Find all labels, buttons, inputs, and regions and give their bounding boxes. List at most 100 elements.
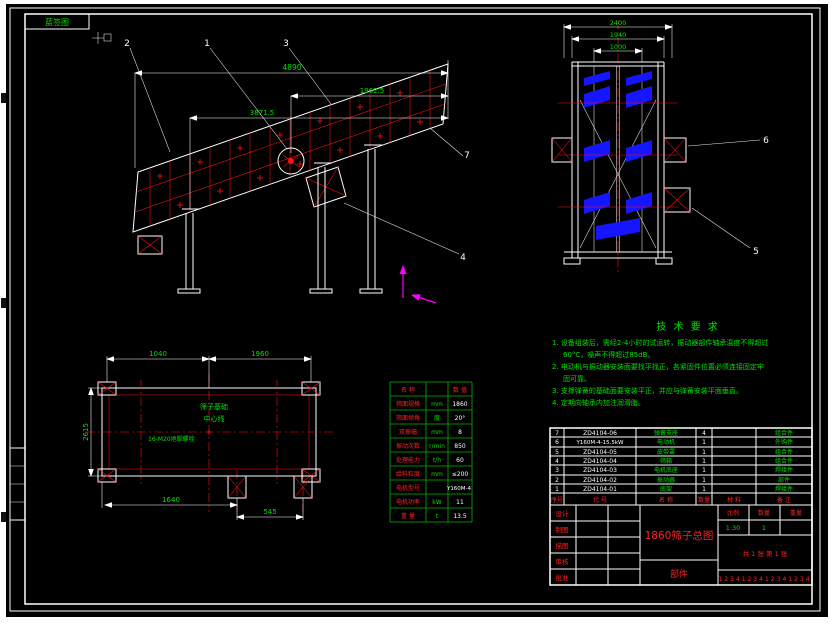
dim-outer: 2400 (610, 19, 627, 27)
bom-note: 组合件 (775, 448, 793, 456)
plan-view: 筛子基础 中心线 16-M20地脚螺栓 1040 1960 2615 1640 … (82, 350, 334, 520)
bom-name: 底架 (660, 485, 672, 493)
bom-num: 6 (555, 439, 559, 446)
bom-note: 组合件 (775, 429, 793, 437)
qty-value: 1 (762, 524, 766, 532)
bom-header: 代 号 (593, 496, 607, 504)
bom-code: ZD4104-01 (583, 486, 617, 493)
support-legs (177, 144, 383, 294)
dim-top-right: 1960 (251, 350, 269, 358)
dim-bottom: 1640 (162, 496, 180, 504)
param-unit: t (436, 513, 439, 520)
weight-label: 重量 (790, 509, 802, 517)
bom-code: ZD4104-06 (583, 430, 617, 437)
side-view-callouts: 2 1 3 7 4 (124, 39, 470, 263)
param-label: 电机型号 (396, 484, 420, 492)
bom-header: 备 注 (777, 496, 791, 504)
param-unit: mm (431, 401, 443, 408)
deck-centerlines (558, 102, 678, 208)
param-value: 1860 (452, 401, 467, 408)
param-unit: r/min (429, 443, 445, 450)
dim-bottom-small: 545 (263, 508, 276, 516)
bom-qty: 1 (702, 439, 706, 446)
bom-qty: 1 (702, 477, 706, 484)
plan-label-2: 中心线 (204, 414, 225, 423)
edge-tick (1, 93, 6, 103)
sign-row-label: 描图 (556, 541, 569, 550)
bom-table: 7 ZD4104-06 弹簧支座 4 组合件 6 Y160M-4-15.5kW … (549, 427, 813, 586)
edge-tick (1, 512, 6, 522)
tech-note-line: 2. 电动机与振动器安装面要找平找正，各紧固件位置必须连接固定牢 (552, 362, 764, 371)
dim-total: 4890 (282, 63, 301, 72)
callout-2: 2 (124, 39, 130, 49)
bom-qty: 1 (702, 449, 706, 456)
bom-num: 4 (555, 458, 559, 465)
bom-qty: 4 (702, 430, 706, 437)
datum-arrows (399, 265, 437, 304)
callout-5: 5 (753, 247, 759, 257)
param-unit: t/h (433, 457, 441, 464)
qty-label: 数量 (758, 509, 770, 517)
sheet-info: 共 1 张 第 1 张 (743, 549, 788, 558)
tech-notes-title: 技 术 要 求 (656, 320, 720, 333)
param-label: 电机功率 (396, 498, 420, 506)
tech-notes: 技 术 要 求 1. 设备组装后，需经2-4小时的试运转，振动器部件轴承温度不得… (552, 320, 768, 407)
param-label: 双振幅 (399, 428, 417, 436)
dim-upper: 1962.5 (360, 87, 385, 95)
param-unit: kW (432, 499, 441, 506)
bom-note: 部件 (778, 476, 790, 484)
dim-top-left: 1040 (149, 350, 167, 358)
bom-note: 焊接件 (775, 466, 793, 474)
bom-num: 3 (555, 467, 559, 474)
drawing-title: 1860筛子总图 (645, 529, 714, 542)
scale-value: 1:30 (726, 524, 741, 532)
bom-note: 焊接件 (775, 485, 793, 493)
dim-mid: 1940 (610, 31, 627, 39)
plan-view-dimensions: 1040 1960 2615 1640 545 (82, 350, 312, 520)
tech-note-line: 60°C，噪声不得超过85dB。 (563, 350, 654, 359)
bom-num: 1 (555, 486, 559, 493)
param-value: 8 (458, 429, 462, 436)
sign-row-label: 制图 (556, 525, 569, 534)
bom-num: 5 (555, 449, 559, 456)
param-table: 名 称 数 值 筛面规格 mm 1860 筛面倾角 度 20° 双振幅 mm 8… (389, 381, 473, 523)
bom-qty: 1 (702, 458, 706, 465)
param-label: 处理能力 (396, 456, 420, 464)
bom-num: 7 (555, 430, 559, 437)
param-label: 重 量 (401, 512, 415, 520)
bom-name: 皮带罩 (657, 448, 675, 456)
bom-code: ZD4104-02 (583, 477, 617, 484)
bom-code: ZD4104-04 (583, 458, 617, 465)
param-value: 60 (456, 457, 464, 464)
sign-row-label: 批准 (556, 573, 570, 582)
scale-label: 比例 (727, 509, 739, 517)
bom-note: 组合件 (775, 457, 793, 465)
bom-code: ZD4104-05 (583, 449, 617, 456)
dim-side: 2615 (82, 423, 90, 441)
param-value: 11 (456, 499, 464, 506)
param-label: 筛面倾角 (396, 414, 420, 422)
param-value: 13.5 (453, 513, 467, 520)
bom-name: 电机底座 (654, 466, 678, 474)
sign-row-label: 审核 (556, 557, 570, 566)
callout-3: 3 (283, 39, 289, 49)
edge-tick (1, 298, 6, 308)
param-value: 850 (454, 443, 466, 450)
anchor-pads (97, 381, 321, 499)
param-value: ≤200 (452, 471, 469, 478)
param-unit: mm (431, 429, 443, 436)
feed-end-bracket (137, 235, 163, 255)
callout-6: 6 (763, 136, 769, 146)
stamp-box: 蓝签图 (24, 13, 90, 30)
param-value: 20° (455, 415, 466, 422)
bom-header: 数量 (698, 496, 710, 504)
tech-note-line: 3. 支撑弹簧的基础面要安装平正，并应与弹簧安装平面垂直。 (552, 386, 743, 395)
tech-note-line: 固可靠。 (563, 374, 591, 383)
doc-type: 部件 (670, 568, 688, 580)
end-view: 2400 1940 1000 6 5 (551, 19, 769, 272)
bom-header: 材 料 (727, 496, 741, 504)
bom-name: 筛箱 (660, 457, 672, 465)
param-unit: mm (431, 471, 443, 478)
